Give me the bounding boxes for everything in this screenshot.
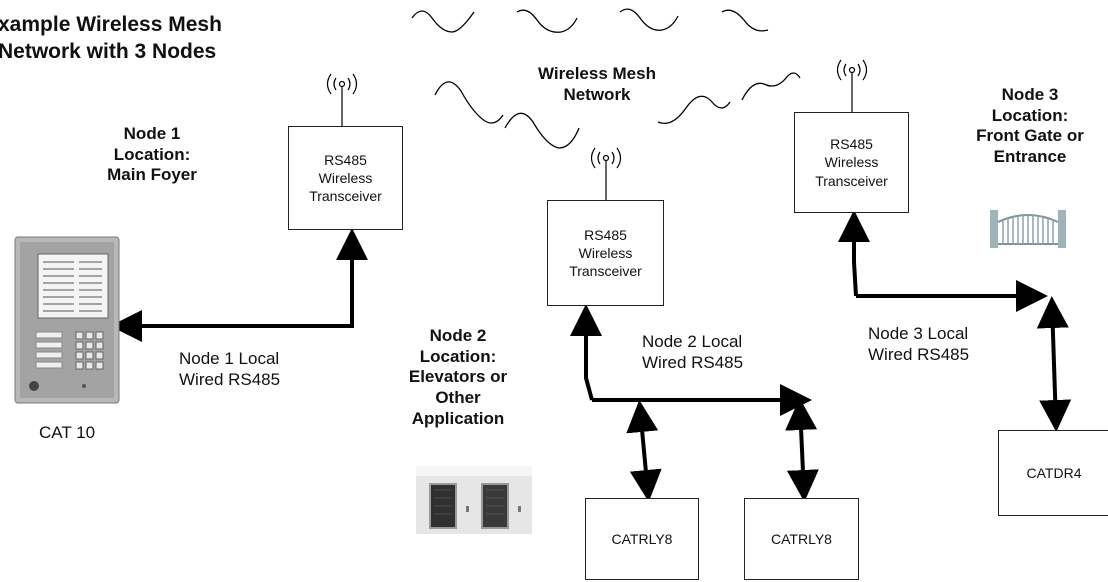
- device-catrly8-a: CATRLY8: [585, 498, 699, 580]
- wave: [741, 72, 801, 101]
- wire-node3-trunk: [838, 210, 870, 297]
- elevator-image: [416, 466, 532, 539]
- mesh-label: Wireless Mesh Network: [538, 64, 656, 104]
- wave: [619, 8, 679, 31]
- wave: [411, 10, 475, 33]
- diagram-title: xample Wireless Mesh Network with 3 Node…: [0, 13, 222, 63]
- antenna-icon: [836, 59, 868, 112]
- node1-location: Node 1 Location: Main Foyer: [107, 124, 197, 185]
- cat10-panel-image: [14, 236, 120, 409]
- wired-label-node1: Node 1 Local Wired RS485: [179, 349, 281, 389]
- device-catrly8-b: CATRLY8: [744, 498, 859, 580]
- wire-node2-drop-b: [785, 398, 819, 502]
- wireless-waves: [411, 8, 801, 149]
- device-cat10-label: CAT 10: [39, 423, 96, 442]
- transceiver-node1: RS485 Wireless Transceiver: [288, 126, 403, 230]
- wave: [434, 81, 504, 124]
- wired-label-node3: Node 3 Local Wired RS485: [868, 324, 970, 364]
- wave: [504, 112, 580, 149]
- wire-node2-trunk: [570, 304, 602, 401]
- gate-image: [990, 204, 1066, 253]
- device-catdr4: CATDR4: [998, 430, 1108, 516]
- wire-node2-drop-a: [626, 400, 662, 502]
- transceiver-node3: RS485 Wireless Transceiver: [794, 112, 909, 213]
- node2-location: Node 2 Location: Elevators or Other Appl…: [408, 326, 508, 428]
- wire-node1: [110, 228, 368, 342]
- antenna-icon: [590, 147, 622, 200]
- antenna-icon: [326, 73, 358, 126]
- wave: [657, 95, 731, 125]
- wave: [721, 9, 769, 32]
- node3-location: Node 3 Location: Front Gate or Entrance: [976, 85, 1084, 167]
- wire-node3-drop: [1036, 296, 1072, 432]
- antennas: [326, 59, 868, 200]
- wired-lines: [110, 210, 1072, 502]
- wired-label-node2: Node 2 Local Wired RS485: [642, 332, 744, 372]
- transceiver-node2: RS485 Wireless Transceiver: [547, 200, 664, 306]
- wave: [516, 9, 578, 33]
